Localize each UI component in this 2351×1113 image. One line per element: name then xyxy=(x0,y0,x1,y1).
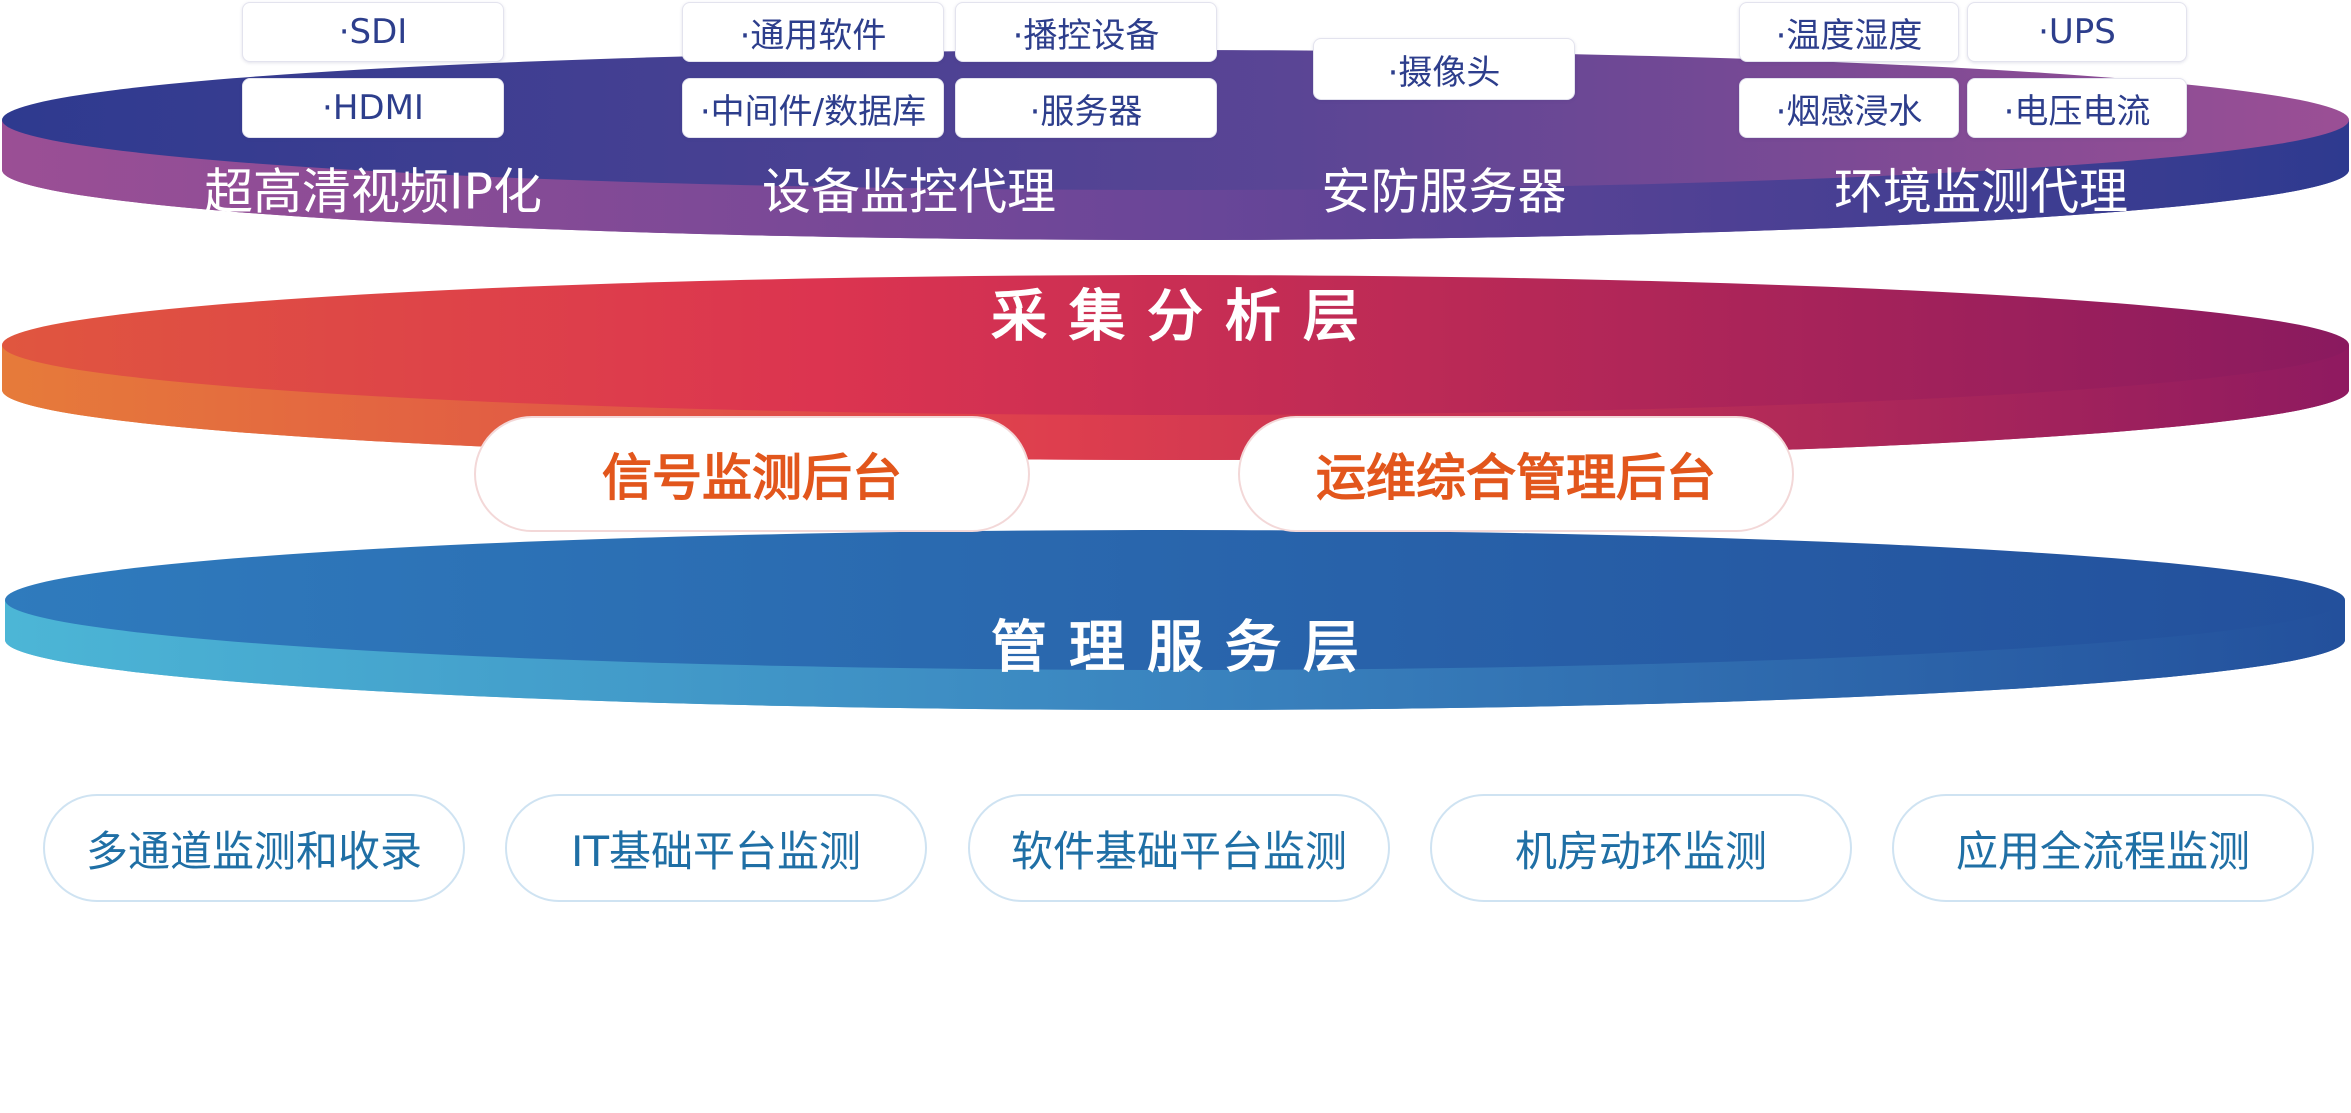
tag-ups: ·UPS xyxy=(1967,2,2187,62)
bottom-layer-disc xyxy=(5,530,2345,710)
pill-datacenter-environment-monitor: 机房动环监测 xyxy=(1430,794,1852,902)
layer-title-management-service: 管理服务层 xyxy=(991,615,1381,681)
label-device-monitor-agent: 设备监控代理 xyxy=(761,163,1057,221)
tag-camera: ·摄像头 xyxy=(1313,38,1575,100)
tag-server: ·服务器 xyxy=(955,78,1217,138)
pill-software-platform-monitor: 软件基础平台监测 xyxy=(968,794,1390,902)
pill-ops-management-backend: 运维综合管理后台 xyxy=(1238,416,1794,532)
tag-general-software: ·通用软件 xyxy=(682,2,944,62)
tag-broadcast-device: ·播控设备 xyxy=(955,2,1217,62)
pill-application-full-process-monitor: 应用全流程监测 xyxy=(1892,794,2314,902)
layer-title-monitoring-application: 监测应用层 xyxy=(991,1002,1381,1068)
pill-signal-monitor-backend: 信号监测后台 xyxy=(474,416,1030,532)
layer-title-collection-analysis: 采集分析层 xyxy=(991,284,1381,350)
label-environment-monitor-agent: 环境监测代理 xyxy=(1833,163,2129,221)
pill-multichannel-monitor-record: 多通道监测和收录 xyxy=(43,794,465,902)
tag-smoke-water: ·烟感浸水 xyxy=(1739,78,1959,138)
tag-voltage-current: ·电压电流 xyxy=(1967,78,2187,138)
tag-sdi: ·SDI xyxy=(242,2,504,62)
tag-middleware-database: ·中间件/数据库 xyxy=(682,78,944,138)
label-uhd-video-ip: 超高清视频IP化 xyxy=(204,163,542,221)
tag-temperature-humidity: ·温度湿度 xyxy=(1739,2,1959,62)
tag-hdmi: ·HDMI xyxy=(242,78,504,138)
label-security-server: 安防服务器 xyxy=(1321,163,1567,221)
pill-it-platform-monitor: IT基础平台监测 xyxy=(505,794,927,902)
